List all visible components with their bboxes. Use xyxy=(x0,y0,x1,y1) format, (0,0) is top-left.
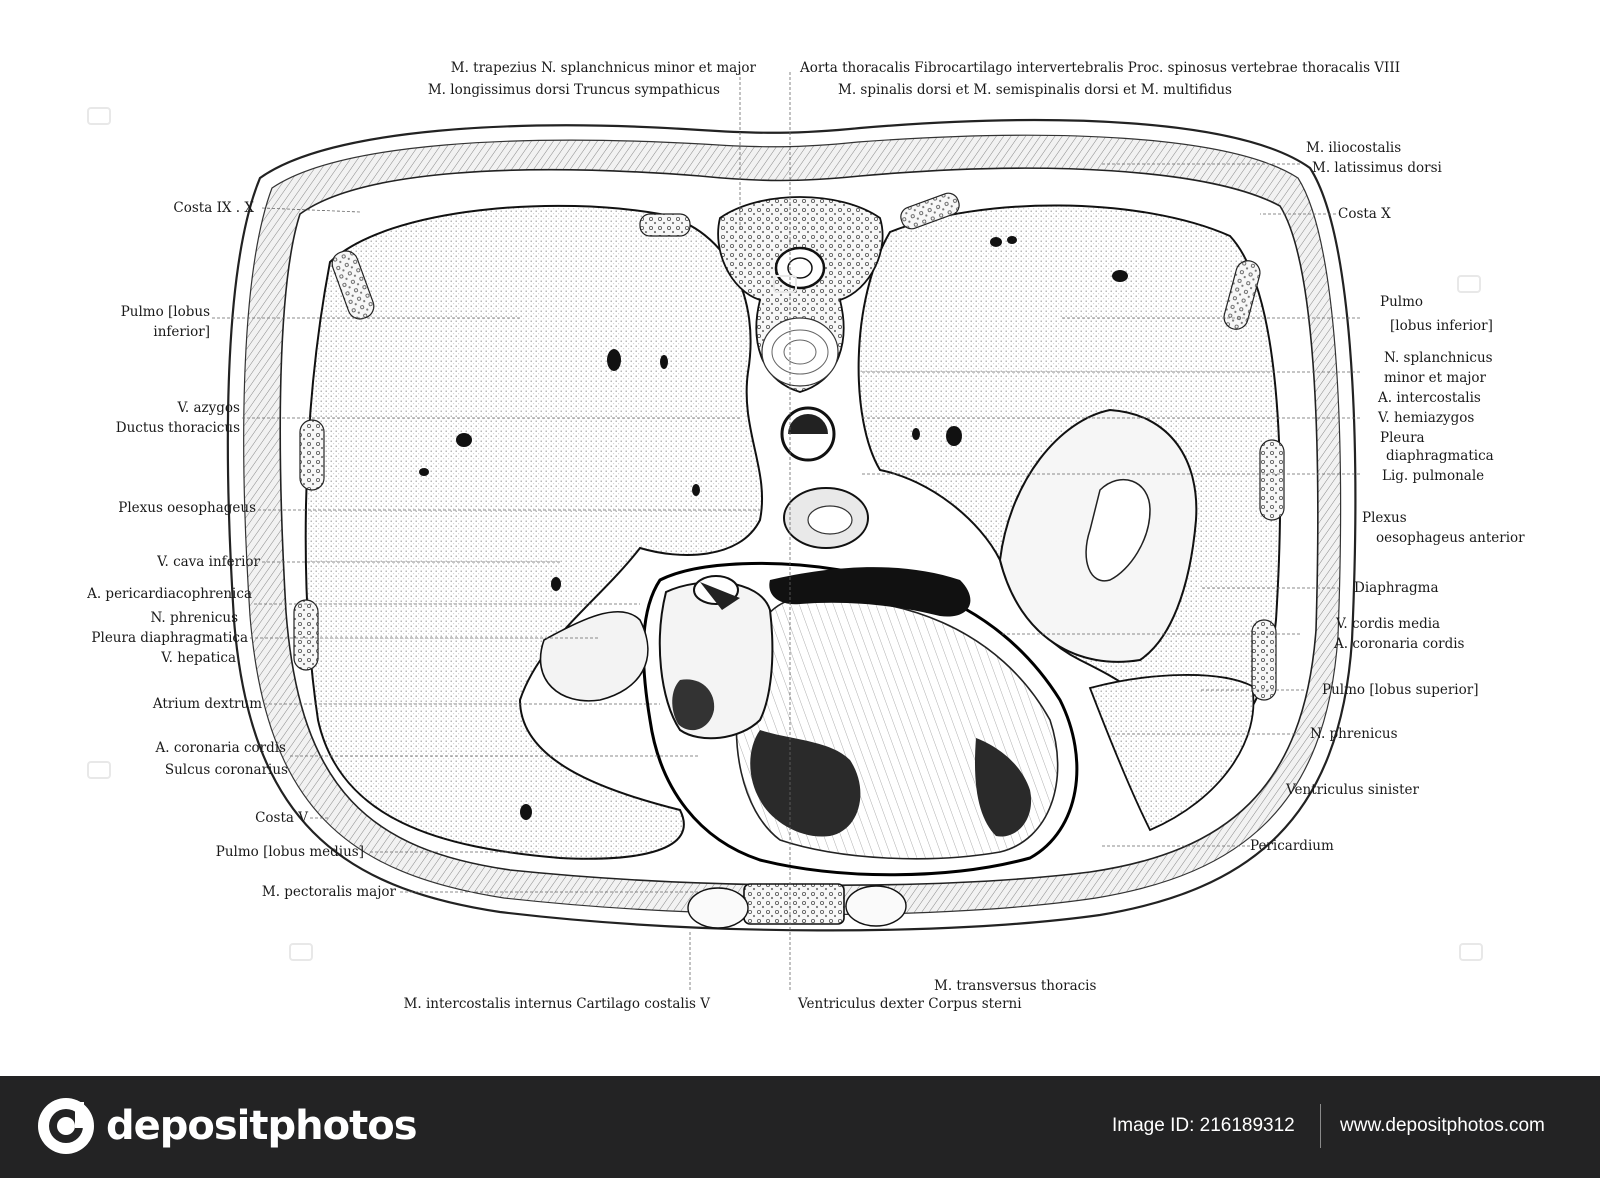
label-pulmo-lobus-superior: Pulmo [lobus superior] xyxy=(1322,682,1479,698)
label-plexus-oesophageus-anterior-2: oesophageus anterior xyxy=(1376,530,1525,546)
label-pulmo-lobus-medius: Pulmo [lobus medius] xyxy=(215,844,364,860)
label-a-pericardiacophrenica: A. pericardiacophrenica xyxy=(87,586,252,602)
label-ventriculus-sinister: Ventriculus sinister xyxy=(1286,782,1419,798)
label-ductus-thoracicus: Ductus thoracicus xyxy=(115,420,240,436)
label-v-hemiazygos: V. hemiazygos xyxy=(1378,410,1475,426)
brand-name: depositphotos xyxy=(106,1103,418,1149)
label-pulmo-right-2: [lobus inferior] xyxy=(1390,318,1493,334)
label-pleura-diaphragmatica-left: Pleura diaphragmatica xyxy=(91,630,248,646)
label-costa-ix-x: Costa IX . X xyxy=(173,200,254,216)
anatomy-illustration: M. trapezius N. splanchnicus minor et ma… xyxy=(87,60,1525,1012)
label-costa-v: Costa V xyxy=(255,810,308,826)
thorax-cross-section xyxy=(87,72,1483,990)
label-pleura-diaphragmatica-right-1: Pleura xyxy=(1380,430,1425,446)
label-top-right-1: Aorta thoracalis Fibrocartilago interver… xyxy=(800,60,1401,76)
label-v-cordis-media: V. cordis media xyxy=(1336,616,1441,632)
label-atrium-dextrum: Atrium dextrum xyxy=(152,696,262,712)
label-pericardium: Pericardium xyxy=(1250,838,1334,854)
site-url[interactable]: www.depositphotos.com xyxy=(1340,1115,1545,1136)
label-n-phrenicus-left: N. phrenicus xyxy=(150,610,238,626)
label-a-coronaria-cordis-left: A. coronaria cordis xyxy=(155,740,287,756)
label-top-right-2: M. spinalis dorsi et M. semispinalis dor… xyxy=(838,82,1232,98)
label-n-splanchnicus-right-1: N. splanchnicus xyxy=(1384,350,1493,366)
image-id-text: Image ID: 216189312 xyxy=(1112,1115,1295,1136)
watermark-marks xyxy=(87,107,1483,961)
label-bottom-left: M. intercostalis internus Cartilago cost… xyxy=(403,996,710,1012)
label-m-pectoralis-major: M. pectoralis major xyxy=(261,884,396,900)
label-a-intercostalis: A. intercostalis xyxy=(1378,390,1481,406)
label-pulmo-lobus-inferior-left-2: inferior] xyxy=(153,324,210,340)
label-m-transversus-thoracis: M. transversus thoracis xyxy=(934,978,1097,994)
label-top-left-1: M. trapezius N. splanchnicus minor et ma… xyxy=(450,60,756,76)
label-m-iliocostalis: M. iliocostalis xyxy=(1306,140,1402,156)
label-pulmo-lobus-inferior-left-1: Pulmo [lobus xyxy=(120,304,210,320)
label-plexus-oesophageus: Plexus oesophageus xyxy=(118,500,256,516)
vertebra xyxy=(717,196,884,393)
label-lig-pulmonale: Lig. pulmonale xyxy=(1382,468,1485,484)
label-top-left-2: M. longissimus dorsi Truncus sympathicus xyxy=(427,82,720,98)
label-sulcus-coronarius: Sulcus coronarius xyxy=(164,762,288,778)
label-diaphragma: Diaphragma xyxy=(1354,580,1439,596)
costal-cartilage-left xyxy=(687,887,749,929)
label-pleura-diaphragmatica-right-2: diaphragmatica xyxy=(1386,448,1494,464)
label-costa-x: Costa X xyxy=(1338,206,1391,222)
ribs xyxy=(293,192,1285,701)
label-bottom-right: Ventriculus dexter Corpus sterni xyxy=(798,996,1022,1012)
v-cava-inferior xyxy=(539,610,649,702)
leader-lines xyxy=(212,72,1360,990)
label-v-hepatica: V. hepatica xyxy=(161,650,236,666)
label-v-azygos: V. azygos xyxy=(177,400,240,416)
footer-bar: depositphotos Image ID: 216189312 www.de… xyxy=(0,1076,1600,1178)
label-pulmo-right-1: Pulmo xyxy=(1380,294,1424,310)
costal-cartilage-right xyxy=(845,885,907,927)
label-v-cava-inferior: V. cava inferior xyxy=(157,554,260,570)
lung-vessels xyxy=(419,236,1128,820)
label-a-coronaria-cordis-right: A. coronaria cordis xyxy=(1334,636,1465,652)
left-lung-superior-lobe xyxy=(1088,674,1255,832)
label-n-phrenicus-right: N. phrenicus xyxy=(1310,726,1398,742)
label-m-latissimus-dorsi: M. latissimus dorsi xyxy=(1312,160,1442,176)
depositphotos-logo-icon xyxy=(38,1098,94,1154)
sternum xyxy=(743,883,845,925)
footer-divider xyxy=(1320,1104,1321,1148)
label-n-splanchnicus-right-2: minor et major xyxy=(1384,370,1487,386)
label-plexus-oesophageus-anterior-1: Plexus xyxy=(1362,510,1407,526)
